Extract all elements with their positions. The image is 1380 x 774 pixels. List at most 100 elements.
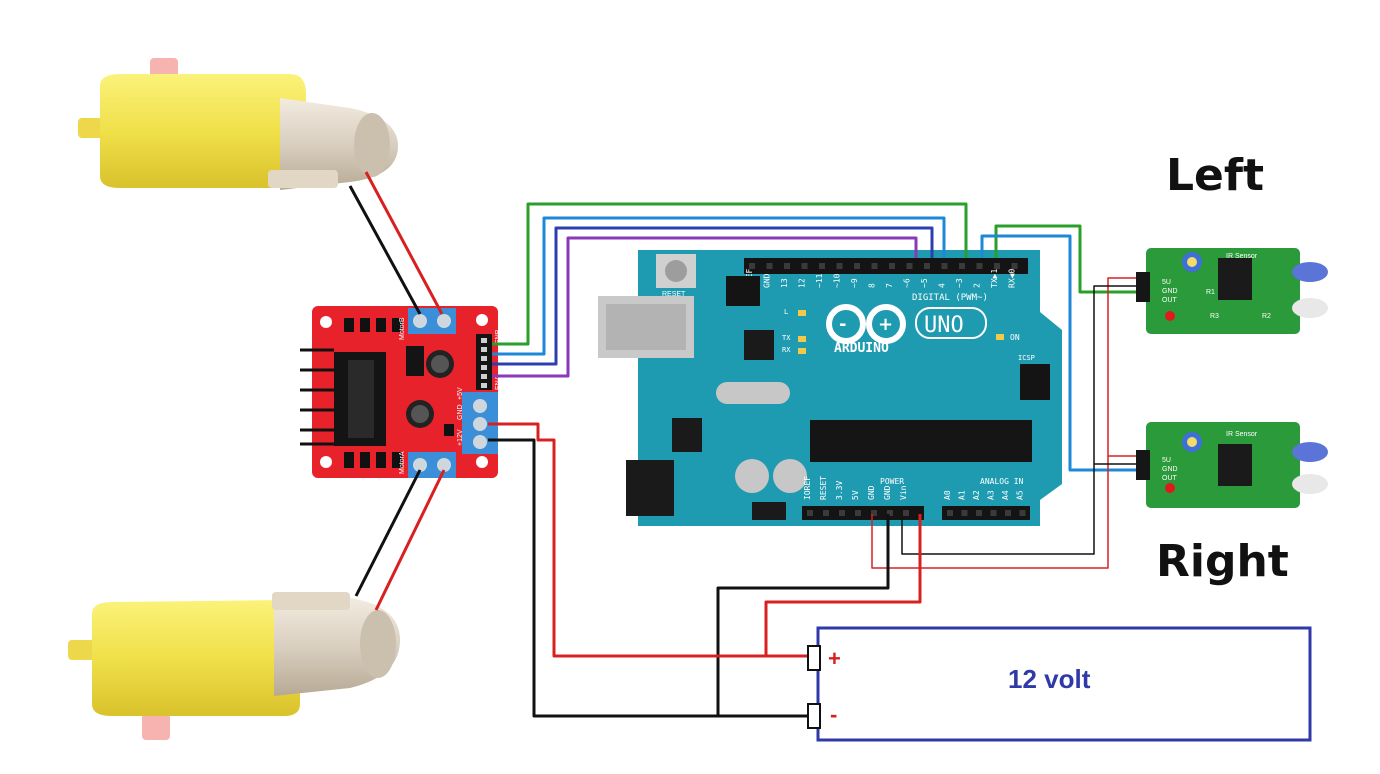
driver-heatsink — [344, 318, 402, 468]
battery-terminal-minus — [807, 703, 821, 729]
wire-driver-12v — [488, 422, 812, 658]
ir-emitter-left — [1292, 262, 1328, 282]
reset-button-cap[interactable] — [665, 260, 687, 282]
battery-terminal-plus — [807, 645, 821, 671]
uno-badge-text: UNO — [924, 313, 964, 338]
uno-badge — [915, 307, 987, 339]
arduino-logo-text: ARDUINO — [834, 341, 889, 356]
analog-pin-hole — [961, 510, 968, 516]
driver-capacitor-top — [411, 405, 429, 423]
digital-header — [744, 258, 1028, 274]
l-led — [798, 310, 806, 316]
digital-pin-hole — [801, 263, 808, 269]
arduino-logo: - + — [826, 304, 906, 344]
on-label: ON — [1010, 333, 1020, 342]
digital-pin-label: GND — [763, 273, 772, 288]
l-label: L — [784, 308, 788, 316]
digital-pin-label: ~9 — [850, 278, 859, 288]
motor-bottom — [68, 592, 400, 740]
battery-body — [816, 626, 1312, 742]
analog-pin-hole — [976, 510, 982, 516]
wires — [348, 171, 1136, 718]
digital-pin-hole — [976, 263, 983, 269]
power-pin-hole — [871, 510, 877, 516]
ir-sensor-left: IR Sensor 5U GND OUT R3 R2 R1 — [1136, 248, 1328, 334]
battery: + - 12 volt — [807, 626, 1312, 742]
digital-pin-label: 13 — [780, 278, 789, 288]
analog-pin-label: A2 — [972, 490, 981, 500]
analog-label: ANALOG IN — [980, 477, 1024, 486]
battery-minus-sign: - — [830, 702, 837, 727]
label-12v: +12V — [457, 429, 464, 446]
crystal — [716, 382, 790, 404]
motor-driver: MotorB MotorA +12V GND +5V ENB ENA — [300, 306, 502, 478]
wire-motor-bottom-black — [354, 469, 422, 597]
sensor-r1-left: R1 — [1206, 289, 1215, 296]
sensor-led-right — [1165, 483, 1175, 493]
tx-label: TX — [782, 334, 791, 342]
gearbox-body-bottom — [92, 600, 300, 716]
analog-pin-hole — [947, 510, 953, 516]
sensor-chip-left — [1218, 258, 1252, 300]
sensor-r3-left: R3 — [1210, 313, 1219, 320]
digital-pin-hole — [959, 263, 965, 269]
tx-led — [798, 336, 806, 342]
sensor-r2-left: R2 — [1262, 313, 1271, 320]
reset-label: RESET — [662, 291, 686, 298]
power-pin-hole — [823, 510, 829, 516]
label-5v: +5V — [457, 387, 464, 400]
digital-pin-label: ~10 — [833, 273, 842, 288]
digital-pin-hole — [854, 263, 860, 269]
regulator — [672, 418, 702, 452]
driver-hole — [320, 316, 332, 328]
motor-tab-bottom — [68, 640, 98, 660]
analog-pin-label: A5 — [1016, 490, 1025, 500]
digital-pin-label: 4 — [938, 283, 947, 288]
wire-signal-navy — [492, 226, 934, 366]
sensor-pin-out-right: OUT — [1162, 475, 1178, 482]
digital-pin-hole — [906, 263, 913, 269]
battery-plus-sign: + — [828, 646, 841, 671]
driver-input-header — [476, 334, 492, 390]
label-enb: ENB — [495, 329, 502, 344]
analog-pin-hole — [1005, 510, 1011, 516]
sensor-pin-gnd-right: GND — [1162, 466, 1178, 473]
digital-pin-hole — [784, 263, 790, 269]
motor-top — [78, 58, 398, 190]
gearbox-body-top — [100, 74, 306, 188]
wire-motor-bottom-red — [374, 469, 446, 611]
driver-ic-body — [348, 360, 374, 438]
label-left-sensor: Left — [1166, 150, 1264, 201]
digital-pin-hole — [924, 263, 930, 269]
diode — [752, 502, 786, 520]
digital-pin-hole — [941, 263, 948, 269]
analog-pin-label: A1 — [958, 490, 967, 500]
power-pin-label: GND — [883, 485, 892, 500]
ir-receiver-left — [1292, 298, 1328, 318]
power-pin-label: 3.3V — [835, 481, 844, 500]
ir-receiver-right — [1292, 474, 1328, 494]
wire-arduino-vin — [764, 514, 922, 656]
power-pin-hole — [887, 510, 893, 516]
sensor-pin-5u-right: 5U — [1162, 457, 1171, 464]
driver-hole — [476, 456, 488, 468]
label-ena: ENA — [495, 375, 502, 390]
digital-pin-label: 12 — [798, 278, 807, 288]
power-pin-label: Vin — [899, 485, 908, 500]
digital-pin-label: ~11 — [815, 273, 824, 288]
digital-pin-label: ~6 — [903, 278, 912, 288]
ir-emitter-right — [1292, 442, 1328, 462]
power-pin-label: RESET — [819, 476, 828, 500]
power-pin-hole — [839, 510, 845, 516]
svg-text:-: - — [839, 314, 846, 335]
battery-label: 12 volt — [1008, 664, 1091, 694]
power-pin-hole — [903, 510, 909, 516]
sensor-title-right: IR Sensor — [1226, 431, 1258, 438]
digital-pin-hole — [871, 263, 878, 269]
sensor-pin-out-left: OUT — [1162, 297, 1178, 304]
motor-shaft-bottom — [142, 714, 170, 740]
driver-capacitor-top — [431, 355, 449, 373]
digital-pin-hole — [766, 263, 773, 269]
